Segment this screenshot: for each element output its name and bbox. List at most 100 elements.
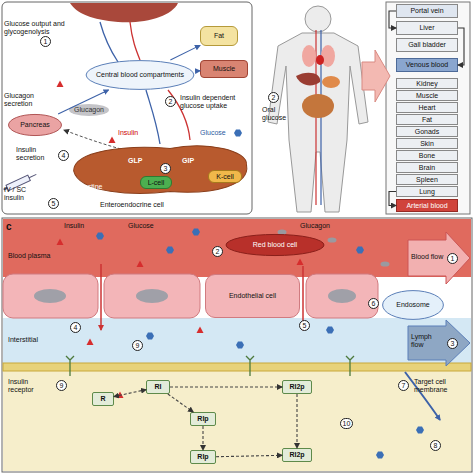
molecule-symbol — [137, 261, 144, 268]
blood-plasma-band — [3, 219, 471, 277]
callout-number: 5 — [48, 198, 59, 209]
callout-number: 3 — [447, 338, 458, 349]
receptor-state-box: RI2p — [282, 380, 312, 394]
flow-label: Lymph flow — [411, 333, 445, 348]
molecule-symbol — [87, 339, 94, 346]
process-label: Glucose output and glycogenolysis — [4, 20, 66, 35]
hormone-signal — [234, 130, 242, 137]
hormone-signal — [69, 104, 109, 116]
callout-number: 9 — [56, 380, 67, 391]
flow-connector — [389, 11, 396, 28]
blood-vessel — [100, 22, 118, 62]
blood-pool-box: Venous blood — [396, 58, 458, 72]
flow-connector — [168, 394, 193, 412]
flow-arrow — [408, 320, 470, 366]
endosome-ellipse — [383, 291, 444, 320]
tissue-box: Muscle — [200, 60, 248, 78]
body-outline — [268, 6, 368, 212]
endothelial-layer — [3, 274, 378, 318]
molecule-symbol — [278, 229, 287, 234]
node-text: Endothelial cell — [229, 292, 276, 299]
molecule-symbol — [236, 342, 244, 349]
callout-number: 3 — [160, 163, 171, 174]
organ-compartment-box: Spleen — [396, 174, 458, 185]
blood-vessel — [146, 90, 160, 144]
node-text: Gonads — [415, 128, 440, 135]
callout-number: 2 — [165, 96, 176, 107]
node-text: Central blood compartments — [96, 71, 184, 78]
node-text: Bone — [419, 152, 435, 159]
receptor-state-box: RIp — [190, 450, 216, 464]
node-text: RI — [155, 383, 162, 390]
node-text: Brain — [419, 164, 435, 171]
molecule-symbol — [328, 237, 337, 242]
node-text: Kidney — [416, 80, 437, 87]
cell-box: Endothelial cell — [205, 274, 300, 318]
organ-illustration — [296, 30, 340, 205]
target-cell — [3, 363, 471, 471]
organ-compartment-box: Heart — [396, 102, 458, 113]
hormone-signal — [109, 137, 116, 144]
molecule-symbol — [166, 247, 174, 254]
molecule-symbol — [356, 247, 364, 254]
callout-number: 1 — [40, 36, 51, 47]
organ-compartment-box: Skin — [396, 138, 458, 149]
organ-compartment-box: Portal vein — [396, 4, 458, 18]
compartment-ellipse: Central blood compartments — [85, 60, 195, 90]
hormone-label: Glucose — [200, 129, 226, 137]
callout-number: 4 — [70, 322, 81, 333]
node-text: RIp — [197, 453, 208, 460]
node-text: Red blood cell — [253, 241, 297, 248]
blood-plasma-band — [3, 219, 471, 277]
flow-connector — [202, 426, 203, 450]
cell-label: Enteroendocrine cell — [100, 201, 164, 209]
callout-number: 7 — [398, 380, 409, 391]
molecule-symbol — [117, 392, 124, 399]
receptor-state-box: RI — [146, 380, 170, 394]
compartment-label: Interstitial — [8, 336, 38, 344]
endothelial-layer — [3, 274, 98, 318]
node-text: Gall bladder — [408, 41, 446, 48]
node-text: Pancreas — [20, 121, 50, 128]
organ-compartment-box: Liver — [396, 21, 458, 35]
endothelial-layer — [34, 289, 66, 303]
organ-shape: Pancreas — [8, 114, 62, 136]
node-text: K-cell — [216, 173, 234, 180]
receptor-state-box: RIp — [190, 412, 216, 426]
receptor-state-box: RI2p — [282, 448, 312, 462]
molecule-symbol — [326, 327, 334, 334]
hormone-label: Insulin — [118, 129, 138, 137]
molecule-symbol — [416, 427, 424, 434]
target-cell — [3, 363, 471, 371]
molecule-symbol — [197, 327, 204, 334]
receptor-state-box: R — [92, 392, 114, 406]
organ-illustration — [296, 73, 320, 86]
organ-compartment-box: Lung — [396, 186, 458, 197]
node-text: Intestine — [76, 183, 102, 190]
blood-pool-box: Arterial blood — [396, 199, 458, 212]
node-text: RI2p — [289, 383, 304, 390]
liver-shape — [70, 3, 178, 22]
callout-number: 9 — [132, 340, 143, 351]
tissue-box: Fat — [200, 26, 238, 46]
cell-box: L-cell — [140, 176, 172, 189]
hormone-label: GLP — [128, 157, 142, 165]
node-text: Muscle — [416, 92, 438, 99]
panel-letter: c — [6, 221, 12, 232]
syringe-symbol — [29, 174, 36, 177]
receptor-symbol — [66, 356, 354, 376]
molecule-symbol — [192, 229, 200, 236]
cell-ellipse — [226, 234, 324, 255]
hormone-label: Glucagon — [74, 106, 104, 114]
organ-compartment-box: Gall bladder — [396, 38, 458, 52]
callout-number: 10 — [340, 418, 353, 429]
node-text: L-cell — [148, 179, 165, 186]
organ-compartment-box: Fat — [396, 114, 458, 125]
node-text: Spleen — [416, 176, 438, 183]
node-text: RI2p — [289, 451, 304, 458]
body-outline — [305, 6, 331, 32]
node-text: Fat — [214, 32, 224, 39]
